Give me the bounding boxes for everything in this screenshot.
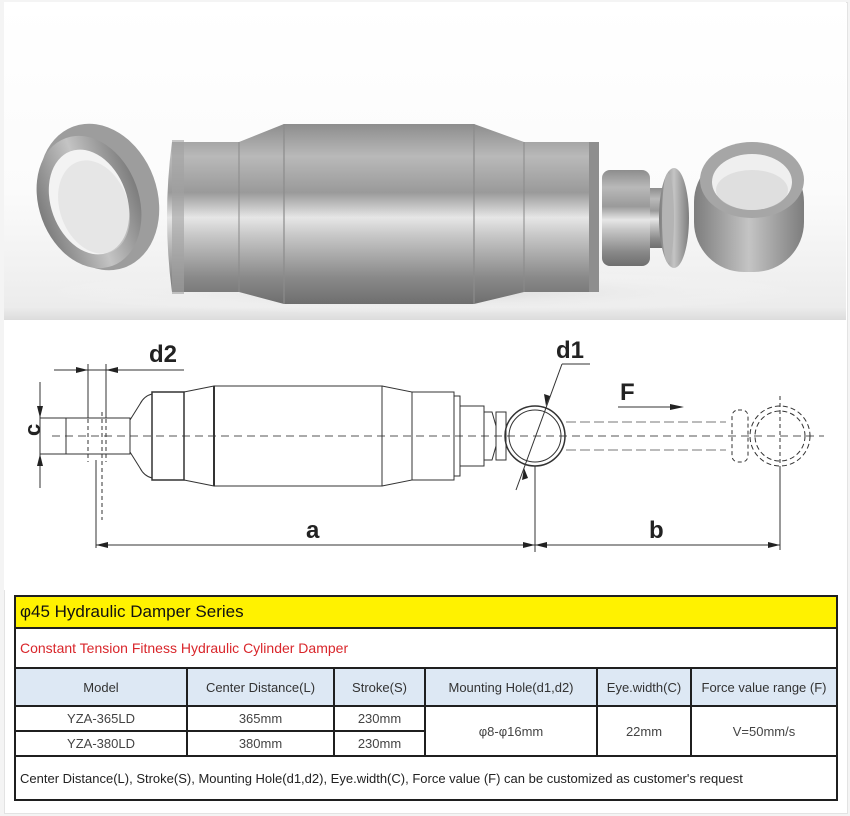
cell-stroke: 230mm: [333, 730, 426, 757]
table-note-row: Center Distance(L), Stroke(S), Mounting …: [13, 755, 839, 801]
left-eye-ring: [36, 123, 160, 271]
cell-eye-width: 22mm: [596, 705, 692, 757]
dimension-drawing: d2 d1 c F a b: [20, 337, 824, 552]
technical-drawing: d2 d1 c F a b: [4, 320, 846, 590]
main-cylinder: [167, 124, 599, 304]
cell-center-distance: 380mm: [186, 730, 335, 757]
series-subtitle: Constant Tension Fitness Hydraulic Cylin…: [13, 627, 839, 669]
col-header-force-range: Force value range (F): [689, 667, 839, 707]
table-row: YZA-365LD 365mm 230mm φ8-φ16mm 22mm V=50…: [14, 705, 839, 757]
label-d2: d2: [149, 341, 177, 368]
cell-center-distance: 365mm: [186, 705, 335, 732]
label-b: b: [649, 517, 664, 544]
cell-model: YZA-380LD: [14, 730, 188, 757]
damper-render-illustration: [36, 123, 804, 314]
col-header-center-distance: Center Distance(L): [186, 667, 335, 707]
rod-end: [602, 168, 689, 268]
cell-stroke: 230mm: [333, 705, 426, 732]
table-subtitle-row: Constant Tension Fitness Hydraulic Cylin…: [13, 627, 839, 669]
col-header-model: Model: [14, 667, 188, 707]
table-header-row: Model Center Distance(L) Stroke(S) Mount…: [14, 667, 839, 707]
series-title: φ45 Hydraulic Damper Series: [13, 595, 839, 629]
right-eye-ring: [694, 142, 804, 272]
col-header-stroke: Stroke(S): [333, 667, 426, 707]
spec-table: φ45 Hydraulic Damper Series Constant Ten…: [13, 595, 839, 801]
col-header-eye-width: Eye.width(C): [596, 667, 692, 707]
product-photo: [4, 2, 846, 320]
table-title-row: φ45 Hydraulic Damper Series: [13, 595, 839, 629]
cell-force-value: V=50mm/s: [689, 705, 839, 757]
label-d1: d1: [556, 337, 584, 364]
label-c: c: [20, 424, 45, 436]
cell-model: YZA-365LD: [14, 705, 188, 732]
col-header-mounting-hole: Mounting Hole(d1,d2): [424, 667, 598, 707]
cell-mounting-hole: φ8-φ16mm: [424, 705, 598, 757]
customization-note: Center Distance(L), Stroke(S), Mounting …: [13, 755, 839, 801]
label-force: F: [620, 379, 635, 406]
label-a: a: [306, 517, 320, 544]
table-row: YZA-380LD 380mm 230mm: [14, 730, 837, 757]
